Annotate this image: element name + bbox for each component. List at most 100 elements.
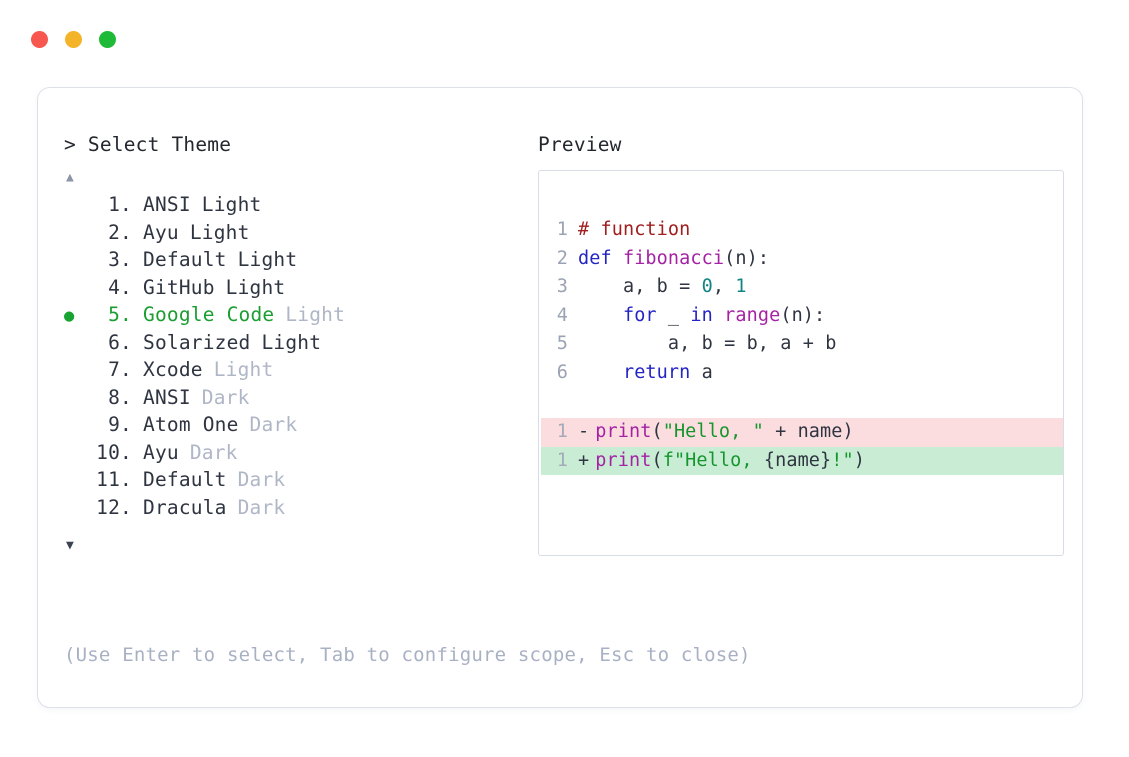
- scroll-up-arrow-icon[interactable]: ▲: [66, 170, 74, 185]
- window-controls: [31, 31, 116, 48]
- theme-item-number: 8.: [108, 385, 132, 409]
- code-token: ): [853, 449, 866, 471]
- bullet-placeholder: ●: [64, 386, 90, 414]
- theme-item-name: Solarized: [143, 330, 251, 354]
- code-token: 0: [701, 276, 713, 297]
- theme-list-item[interactable]: ● 7. Xcode Light: [64, 358, 534, 386]
- code-token: [578, 305, 623, 326]
- theme-item-name: Dracula: [143, 495, 227, 519]
- code-line: 5 a, b = b, a + b: [556, 330, 1063, 359]
- theme-item-name: Atom One: [143, 413, 239, 436]
- theme-item-name: Ayu: [143, 440, 179, 464]
- code-token: (: [651, 449, 663, 471]
- bullet-placeholder: ●: [64, 468, 90, 496]
- theme-item-variant: Light: [225, 275, 286, 299]
- theme-item-name: GitHub: [143, 275, 215, 299]
- theme-list-item[interactable]: ● 8. ANSI Dark: [64, 386, 534, 414]
- diff-line-number: 1: [556, 421, 568, 442]
- theme-item-number: 12.: [96, 495, 132, 519]
- theme-item-number: 3.: [108, 248, 132, 271]
- bullet-placeholder: ●: [64, 331, 90, 359]
- maximize-window-button[interactable]: [99, 31, 116, 48]
- code-token: for: [622, 304, 657, 326]
- code-token: _: [656, 304, 691, 326]
- preview-label: Preview: [538, 133, 622, 156]
- code-token: !": [831, 449, 854, 471]
- code-token: a, b = b, a + b: [578, 333, 837, 354]
- line-number: 3: [556, 276, 568, 297]
- theme-item-variant: Dark: [249, 413, 298, 436]
- theme-item-number: 5.: [108, 303, 132, 326]
- theme-item-variant: Light: [189, 220, 250, 244]
- line-number: 5: [556, 333, 568, 354]
- theme-item-number: 6.: [108, 330, 132, 354]
- theme-item-name: Xcode: [143, 358, 203, 381]
- bullet-placeholder: ●: [64, 413, 90, 441]
- code-token: {name}: [763, 449, 832, 471]
- theme-item-name: Ayu: [143, 220, 179, 244]
- theme-item-number: 10.: [96, 440, 132, 464]
- theme-item-variant: Dark: [237, 468, 286, 491]
- diff-sign: +: [578, 449, 590, 471]
- code-token: (n):: [780, 304, 826, 326]
- keyboard-hint-text: (Use Enter to select, Tab to configure s…: [64, 644, 751, 666]
- theme-list-item[interactable]: ●10. Ayu Dark: [64, 441, 534, 469]
- bullet-placeholder: ●: [64, 221, 90, 249]
- theme-item-variant: Dark: [237, 495, 286, 519]
- theme-item-variant: Light: [261, 330, 322, 354]
- line-number: 4: [556, 304, 568, 326]
- bullet-placeholder: ●: [64, 248, 90, 276]
- theme-item-name: Default: [143, 468, 227, 491]
- theme-item-variant: Light: [201, 193, 262, 216]
- bullet-placeholder: ●: [64, 441, 90, 469]
- theme-list-item[interactable]: ●12. Dracula Dark: [64, 496, 534, 524]
- code-line: 1# function: [556, 216, 1063, 245]
- code-token: a: [690, 361, 713, 383]
- code-token: [578, 362, 623, 383]
- code-token: (n):: [724, 247, 770, 269]
- code-token: in: [690, 304, 713, 326]
- code-token: a, b =: [578, 276, 702, 297]
- code-line: 3 a, b = 0, 1: [556, 273, 1063, 302]
- selected-bullet-icon: ●: [64, 306, 75, 326]
- theme-item-variant: Light: [237, 248, 298, 271]
- theme-list[interactable]: ●1.ANSILight●2.AyuLight●3.DefaultLight●4…: [64, 193, 534, 523]
- theme-item-number: 7.: [108, 358, 132, 381]
- code-token: + name): [763, 421, 854, 442]
- theme-item-variant: Light: [213, 358, 274, 381]
- diff-line-number: 1: [556, 449, 568, 471]
- theme-item-number: 4.: [108, 275, 132, 299]
- minimize-window-button[interactable]: [65, 31, 82, 48]
- bullet-placeholder: ●: [64, 358, 90, 386]
- code-line: 6 return a: [556, 359, 1063, 388]
- theme-item-variant: Light: [285, 303, 346, 326]
- theme-item-variant: Dark: [189, 440, 238, 464]
- theme-selector-panel: > Select Theme ▲ ●1.ANSILight●2.AyuLight…: [64, 133, 534, 555]
- line-number: 2: [556, 247, 568, 269]
- code-token: print: [595, 421, 652, 442]
- theme-item-name: ANSI: [143, 385, 191, 409]
- close-window-button[interactable]: [31, 31, 48, 48]
- scroll-down-arrow-icon[interactable]: ▼: [66, 538, 74, 553]
- theme-item-number: 1.: [108, 193, 132, 216]
- theme-item-name: ANSI: [143, 193, 191, 216]
- code-token: [713, 305, 724, 326]
- code-token: 1: [735, 276, 747, 297]
- diff-added-line: 1+print(f"Hello, {name}!"): [541, 446, 1063, 475]
- code-token: "Hello, ": [662, 421, 764, 442]
- theme-item-variant: Dark: [201, 385, 250, 409]
- diff-removed-line: 1-print("Hello, " + name): [541, 418, 1063, 447]
- theme-picker-card: > Select Theme ▲ ●1.ANSILight●2.AyuLight…: [37, 87, 1083, 708]
- theme-list-item[interactable]: ● 6. Solarized Light: [64, 331, 534, 359]
- code-token: range: [724, 304, 781, 326]
- bullet-placeholder: ●: [64, 496, 90, 524]
